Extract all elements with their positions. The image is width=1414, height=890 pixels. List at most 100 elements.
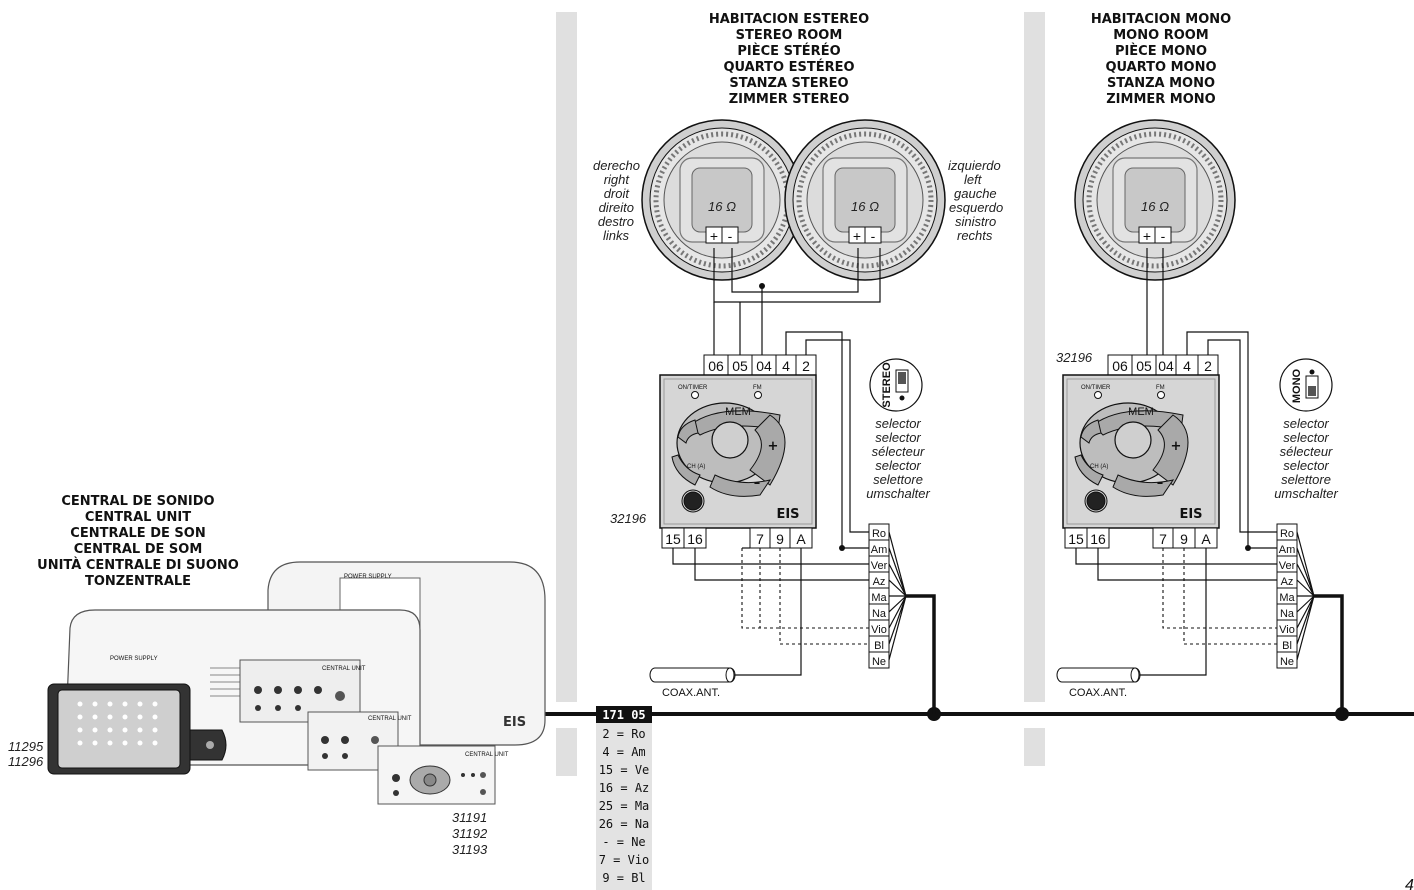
terminal-label: 04 xyxy=(756,358,772,374)
terminal-label: 9 xyxy=(1180,531,1188,547)
selector-tag: STEREO xyxy=(881,362,893,408)
label-line: left xyxy=(964,172,983,187)
stereo-title-line: QUARTO ESTÉREO xyxy=(723,59,854,75)
minus-button-label: – xyxy=(754,476,761,491)
stereo-module: 06 05 04 4 2 ON/TIMER FM MEM + – CH (A) … xyxy=(610,354,817,549)
page-number: 4 xyxy=(1405,877,1414,890)
bottom-terminal-block: 15 16 7 9 A xyxy=(661,527,813,549)
stereo-wiring xyxy=(672,331,936,714)
mono-title-line: MONO ROOM xyxy=(1113,28,1209,43)
mono-coax: COAX.ANT. xyxy=(1056,667,1141,699)
speaker-plus-terminal: + xyxy=(1143,228,1151,244)
central-title-line: CENTRAL DE SONIDO xyxy=(61,494,214,509)
wire-color-label: Ma xyxy=(871,592,887,604)
plus-button-label: + xyxy=(1171,439,1182,454)
top-terminal-block: 06 05 04 4 2 xyxy=(1107,354,1219,376)
selector-line: umschalter xyxy=(866,486,930,501)
coax-label: COAX.ANT. xyxy=(1069,687,1127,699)
terminal-label: 2 xyxy=(1204,358,1212,374)
left-channel-label: izquierdo left gauche esquerdo sinistro … xyxy=(948,158,1003,243)
coax-label: COAX.ANT. xyxy=(662,687,720,699)
selector-line: selector xyxy=(1283,430,1329,445)
module-code: 32196 xyxy=(1056,350,1093,365)
speaker-plus-terminal: + xyxy=(853,228,861,244)
selector-line: selector xyxy=(875,416,921,431)
label-line: links xyxy=(603,228,630,243)
terminal-label: 15 xyxy=(665,531,681,547)
ch-label: CH (A) xyxy=(687,464,705,470)
central-unit-label: CENTRAL UNIT xyxy=(368,716,412,722)
wire-color-label: Ne xyxy=(1280,656,1294,668)
selector-line: selettore xyxy=(1281,472,1331,487)
on-timer-label: ON/TIMER xyxy=(678,385,708,391)
central-codes: 11295 11296 31191 31192 31193 xyxy=(8,739,488,857)
unit-code: 31191 xyxy=(452,810,487,825)
cable-legend-row: 15 = Ve xyxy=(599,763,650,777)
cable-legend-row: - = Ne xyxy=(602,835,645,849)
grey-band xyxy=(1024,728,1045,766)
grey-band xyxy=(556,728,577,776)
stereo-title-line: HABITACION ESTEREO xyxy=(709,12,869,27)
speaker-impedance: 16 Ω xyxy=(1141,199,1169,214)
module-brand: EIS xyxy=(776,507,799,522)
wire-color-label: Az xyxy=(1281,576,1294,588)
speaker-left: 16 Ω + - xyxy=(785,120,945,280)
wire-color-label: Na xyxy=(1280,608,1295,620)
wire-color-label: Ro xyxy=(872,528,886,540)
wire-color-label: Ne xyxy=(872,656,886,668)
terminal-label: 4 xyxy=(782,358,790,374)
label-line: izquierdo xyxy=(948,158,1001,173)
wire-color-label: Ver xyxy=(871,560,888,572)
mono-module: 06 05 04 4 2 32196 ON/TIMER FM MEM + – C… xyxy=(1056,350,1220,549)
label-line: destro xyxy=(598,214,634,229)
cable-code: 171 05 xyxy=(602,708,645,722)
minus-button-label: – xyxy=(1157,476,1164,491)
terminal-label: 16 xyxy=(1090,531,1106,547)
mono-title-line: STANZA MONO xyxy=(1107,76,1215,91)
mem-label: MEM xyxy=(725,406,751,418)
stereo-title-line: PIÈCE STÉRÉO xyxy=(737,43,840,59)
central-brand: EIS xyxy=(503,715,526,730)
fm-label: FM xyxy=(1156,385,1165,391)
terminal-label: 15 xyxy=(1068,531,1084,547)
terminal-label: 9 xyxy=(776,531,784,547)
wire-color-label: Vio xyxy=(871,624,887,636)
speaker-impedance: 16 Ω xyxy=(708,199,736,214)
keypad-code: 11296 xyxy=(8,754,44,769)
central-unit-title: CENTRAL DE SONIDO CENTRAL UNIT CENTRALE … xyxy=(37,494,239,589)
grey-band xyxy=(1024,12,1045,702)
stereo-title-line: STANZA STEREO xyxy=(729,76,848,91)
bottom-terminal-block: 15 16 7 9 A xyxy=(1064,527,1218,549)
power-supply-label: POWER SUPPLY xyxy=(344,574,392,580)
fm-label: FM xyxy=(753,385,762,391)
selector-line: selettore xyxy=(873,472,923,487)
grey-band xyxy=(556,12,577,702)
label-line: direito xyxy=(599,200,634,215)
speaker-right: 16 Ω + - xyxy=(642,120,802,280)
terminal-label: 06 xyxy=(708,358,724,374)
terminal-label: 7 xyxy=(756,531,764,547)
on-timer-label: ON/TIMER xyxy=(1081,385,1111,391)
label-line: rechts xyxy=(957,228,993,243)
terminal-label: 06 xyxy=(1112,358,1128,374)
cable-legend-row: 25 = Ma xyxy=(599,799,650,813)
wire-color-label: Az xyxy=(873,576,886,588)
unit-code: 31193 xyxy=(452,842,488,857)
label-line: droit xyxy=(604,186,631,201)
label-line: sinistro xyxy=(955,214,996,229)
central-title-line: TONZENTRALE xyxy=(85,574,191,589)
central-unit-label: CENTRAL UNIT xyxy=(322,666,366,672)
unit-code: 31192 xyxy=(452,826,488,841)
central-unit-illustration: POWER SUPPLY EIS POWER SUPPLY CENTRAL UN… xyxy=(47,561,546,805)
top-terminal-block: 06 05 04 4 2 xyxy=(703,354,817,376)
label-line: right xyxy=(604,172,631,187)
selector-tag: MONO xyxy=(1291,368,1303,403)
selector-line: sélecteur xyxy=(1280,444,1333,459)
speaker-minus-terminal: - xyxy=(871,228,876,244)
stereo-speaker-wires xyxy=(713,248,881,355)
plus-button-label: + xyxy=(768,439,779,454)
terminal-label: A xyxy=(1201,531,1211,547)
terminal-label: 16 xyxy=(687,531,703,547)
central-title-line: CENTRAL UNIT xyxy=(85,510,191,525)
